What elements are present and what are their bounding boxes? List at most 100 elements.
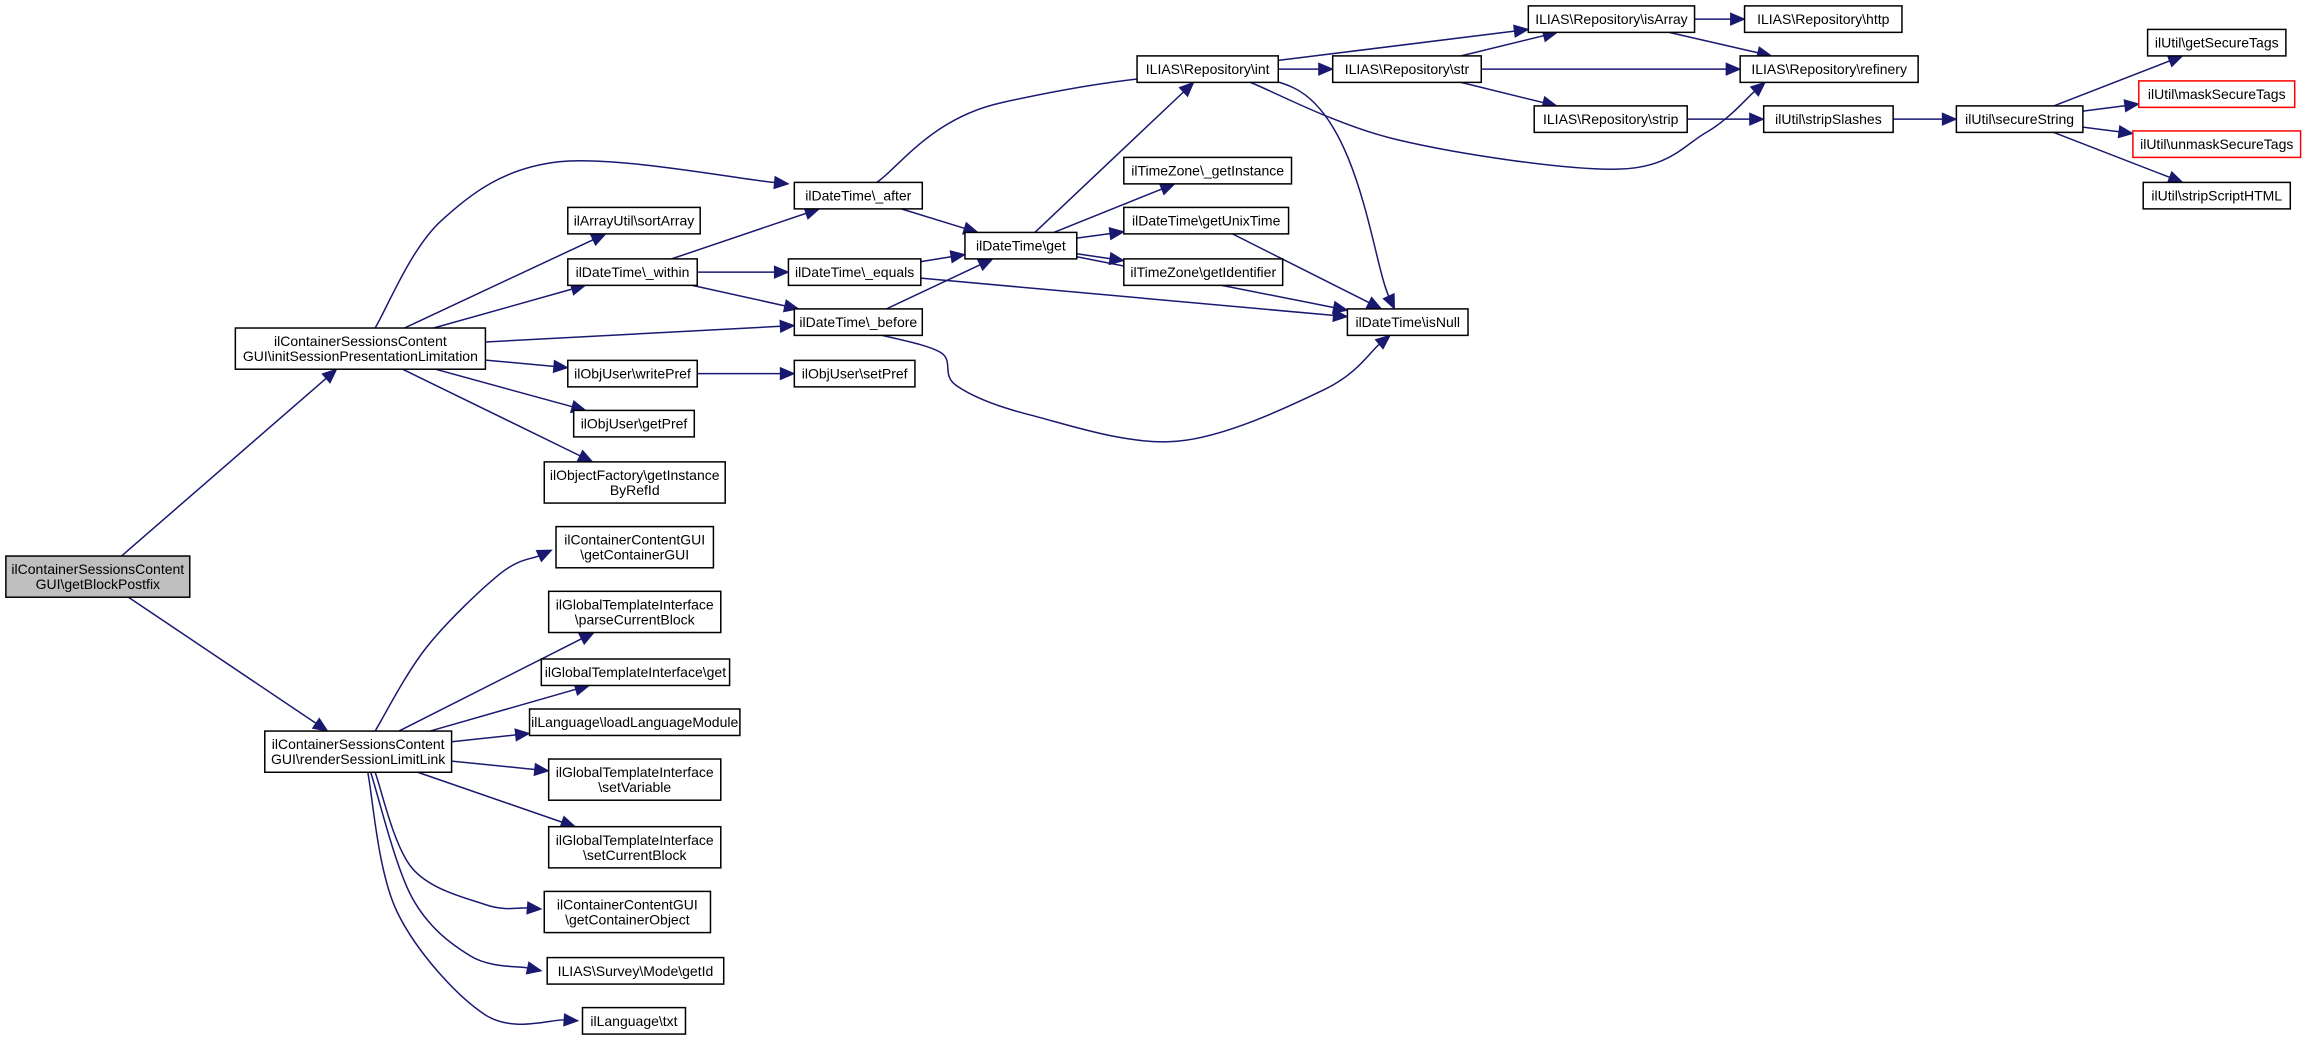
node-getContainerObject[interactable]: ilContainerContentGUI\getContainerObject	[543, 890, 712, 934]
node-getSecureTags[interactable]: ilUtil\getSecureTags	[2146, 28, 2287, 57]
node-txt[interactable]: ilLanguage\txt	[581, 1006, 687, 1035]
node-getContainerGUI[interactable]: ilContainerContentGUI\getContainerGUI	[555, 525, 715, 569]
node-within[interactable]: ilDateTime\_within	[567, 258, 698, 287]
edge-repoInt-to-repoRefinery	[1250, 81, 1767, 170]
arrowhead-icon	[2166, 170, 2184, 184]
node-repoRefinery[interactable]: ILIAS\Repository\refinery	[1739, 55, 1919, 84]
node-label: ilObjUser\writePref	[574, 366, 691, 382]
edge-root-to-renderSLL	[128, 596, 329, 732]
node-secureString[interactable]: ilUtil\secureString	[1955, 105, 2084, 134]
node-repoStrip[interactable]: ILIAS\Repository\strip	[1533, 105, 1688, 134]
arrowhead-icon	[1108, 226, 1126, 241]
node-repoStr[interactable]: ILIAS\Repository\str	[1331, 55, 1483, 84]
node-loadLanguageModule[interactable]: ilLanguage\loadLanguageModule	[528, 708, 741, 737]
node-isNull[interactable]: ilDateTime\isNull	[1346, 308, 1469, 337]
node-after[interactable]: ilDateTime\_after	[793, 181, 924, 210]
node-root[interactable]: ilContainerSessionsContentGUI\getBlockPo…	[5, 555, 191, 598]
node-label: ilContainerContentGUI	[564, 532, 705, 548]
edge-secureString-to-unmaskSecureTags	[2082, 124, 2135, 139]
node-renderSLL[interactable]: ilContainerSessionsContentGUI\renderSess…	[264, 730, 453, 774]
node-before[interactable]: ilDateTime\_before	[793, 308, 924, 337]
node-box	[1123, 156, 1293, 185]
node-label: ilUtil\maskSecureTags	[2148, 86, 2286, 102]
node-tzGetIdentifier[interactable]: ilTimeZone\getIdentifier	[1123, 258, 1284, 287]
edge-line	[429, 688, 576, 732]
edge-line	[404, 239, 594, 329]
arrowhead-icon	[563, 1013, 580, 1027]
node-label: ilLanguage\loadLanguageModule	[531, 714, 738, 730]
node-parseCurrentBlock[interactable]: ilGlobalTemplateInterface\parseCurrentBl…	[547, 590, 722, 634]
node-setCurrentBlock[interactable]: ilGlobalTemplateInterface\setCurrentBloc…	[547, 825, 722, 869]
edge-line	[1460, 34, 1544, 57]
node-getUnixTime[interactable]: ilDateTime\getUnixTime	[1123, 206, 1290, 235]
node-unmaskSecureTags[interactable]: ilUtil\unmaskSecureTags	[2132, 130, 2302, 159]
node-label: ilArrayUtil\sortArray	[574, 213, 695, 229]
node-sortArray[interactable]: ilArrayUtil\sortArray	[567, 206, 701, 235]
arrowhead-icon	[526, 901, 543, 915]
edge-line	[920, 277, 1334, 317]
node-box	[567, 359, 698, 388]
node-equals[interactable]: ilDateTime\_equals	[787, 258, 922, 287]
node-box	[572, 409, 696, 438]
node-surveyGetId[interactable]: ILIAS\Survey\Mode\getId	[546, 956, 725, 985]
node-getPref[interactable]: ilObjUser\getPref	[572, 409, 696, 438]
node-label: ILIAS\Repository\refinery	[1751, 61, 1907, 77]
node-box	[1739, 55, 1919, 84]
node-box	[546, 956, 725, 985]
node-repoIsArray[interactable]: ILIAS\Repository\isArray	[1527, 5, 1696, 34]
node-label: ilUtil\stripScriptHTML	[2151, 188, 2282, 204]
edge-line	[2053, 131, 2170, 179]
edge-line	[1278, 30, 1515, 62]
node-label: ilDateTime\_equals	[795, 264, 914, 280]
node-maskSecureTags[interactable]: ilUtil\maskSecureTags	[2138, 80, 2296, 109]
arrowhead-icon	[533, 762, 550, 777]
arrowhead-icon	[949, 250, 967, 264]
node-label: ilGlobalTemplateInterface	[556, 596, 714, 612]
node-label: ilContainerContentGUI	[557, 896, 698, 912]
arrowhead-icon	[1749, 112, 1765, 126]
arrowhead-icon	[525, 961, 543, 975]
arrowhead-icon	[311, 717, 329, 732]
arrowhead-icon	[2123, 99, 2141, 113]
edge-line	[374, 555, 540, 732]
arrowhead-icon	[773, 265, 790, 279]
node-box	[547, 825, 722, 869]
node-box	[547, 590, 722, 634]
edge-line	[374, 159, 775, 329]
node-box	[1123, 258, 1284, 287]
edge-dtget-to-repoInt	[1034, 81, 1195, 233]
node-label: ILIAS\Survey\Mode\getId	[558, 963, 714, 979]
node-dtget[interactable]: ilDateTime\get	[964, 231, 1078, 260]
edge-repoStrip-to-stripSlashes	[1687, 112, 1765, 126]
edge-line	[367, 772, 565, 1026]
edge-dtget-to-tzGetIdentifier	[1076, 251, 1126, 266]
edge-line	[692, 284, 786, 307]
node-label: ByRefId	[610, 482, 660, 498]
edge-within-to-before	[692, 284, 800, 313]
node-tzGetInstance[interactable]: ilTimeZone\_getInstance	[1123, 156, 1293, 185]
node-gtiGet[interactable]: ilGlobalTemplateInterface\get	[540, 658, 731, 687]
arrowhead-icon	[2117, 124, 2135, 139]
arrowhead-icon	[1382, 292, 1395, 311]
node-setPref[interactable]: ilObjUser\setPref	[793, 359, 916, 388]
node-stripSlashes[interactable]: ilUtil\stripSlashes	[1762, 105, 1894, 134]
node-label: ilDateTime\_before	[799, 314, 917, 330]
arrowhead-icon	[1158, 183, 1176, 196]
node-label: ilContainerSessionsContent	[11, 561, 184, 577]
node-box	[555, 525, 715, 569]
node-stripScriptHTML[interactable]: ilUtil\stripScriptHTML	[2142, 181, 2292, 210]
node-writePref[interactable]: ilObjUser\writePref	[567, 359, 698, 388]
node-box	[1123, 206, 1290, 235]
edge-line	[671, 212, 807, 260]
node-label: ILIAS\Repository\isArray	[1535, 11, 1688, 27]
node-box	[2132, 130, 2302, 159]
node-setVariable[interactable]: ilGlobalTemplateInterface\setVariable	[547, 758, 722, 801]
node-initSPL[interactable]: ilContainerSessionsContentGUI\initSessio…	[234, 327, 487, 370]
node-repoHttp[interactable]: ILIAS\Repository\http	[1743, 5, 1903, 34]
arrowhead-icon	[1108, 251, 1126, 266]
node-repoInt[interactable]: ILIAS\Repository\int	[1136, 55, 1280, 84]
arrowhead-icon	[773, 175, 790, 190]
edge-initSPL-to-before	[485, 319, 796, 343]
edge-renderSLL-to-txt	[367, 772, 580, 1027]
